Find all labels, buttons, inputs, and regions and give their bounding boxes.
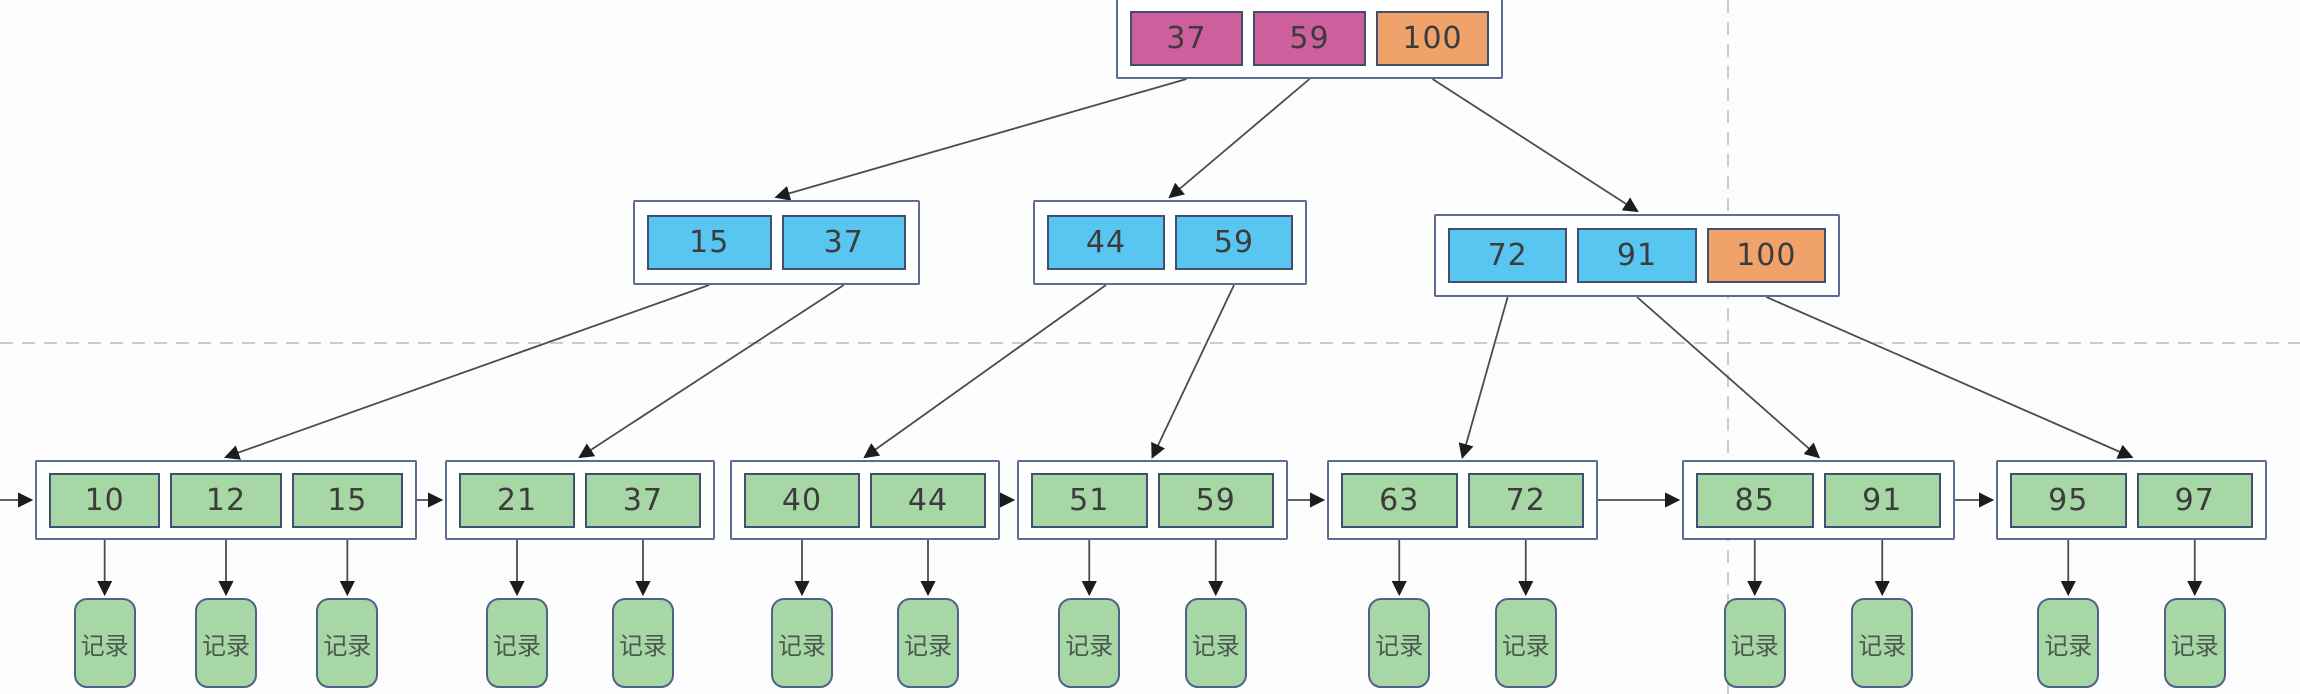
key-cell-51[interactable]: 51 <box>1031 472 1148 528</box>
record-box[interactable]: 记录 <box>1058 598 1121 688</box>
key-cell-63[interactable]: 63 <box>1341 472 1458 528</box>
record-box[interactable]: 记录 <box>2037 598 2100 688</box>
tree-edge <box>1168 78 1311 199</box>
record-label: 记录 <box>1191 631 1240 660</box>
record-box[interactable]: 记录 <box>73 598 136 688</box>
key-cell-15[interactable]: 15 <box>291 472 403 528</box>
key-cell-40[interactable]: 40 <box>744 472 860 528</box>
key-cell-91[interactable]: 91 <box>1577 228 1697 283</box>
record-label: 记录 <box>904 631 952 660</box>
tree-edge <box>1432 78 1639 213</box>
key-cell-100[interactable]: 100 <box>1706 228 1826 283</box>
key-cell-59[interactable]: 59 <box>1157 472 1274 528</box>
record-box[interactable]: 记录 <box>195 598 257 688</box>
tree-edges <box>0 78 2203 597</box>
tree-edge <box>1458 296 1509 460</box>
key-cell-100[interactable]: 100 <box>1376 11 1489 66</box>
key-cell-91[interactable]: 91 <box>1823 472 1941 528</box>
record-label: 记录 <box>1375 631 1424 660</box>
record-box[interactable]: 记录 <box>897 598 959 688</box>
tree-edge <box>578 284 845 459</box>
key-cell-59[interactable]: 59 <box>1175 215 1293 270</box>
key-cell-72[interactable]: 72 <box>1467 472 1584 528</box>
record-label: 记录 <box>1858 631 1907 660</box>
key-cell-44[interactable]: 44 <box>1047 215 1165 270</box>
tree-edge <box>1636 296 1821 459</box>
record-label: 记录 <box>1065 631 1114 660</box>
key-cell-95[interactable]: 95 <box>2010 472 2127 528</box>
tree-edge <box>863 284 1107 459</box>
record-box[interactable]: 记录 <box>1368 598 1431 688</box>
record-box[interactable]: 记录 <box>2163 598 2226 688</box>
record-box[interactable]: 记录 <box>771 598 833 688</box>
record-label: 记录 <box>1730 631 1779 660</box>
key-cell-37[interactable]: 37 <box>585 472 701 528</box>
key-cell-37[interactable]: 37 <box>781 215 906 270</box>
record-box[interactable]: 记录 <box>1184 598 1247 688</box>
key-cell-97[interactable]: 97 <box>2136 472 2253 528</box>
record-label: 记录 <box>202 631 250 660</box>
record-label: 记录 <box>2170 631 2219 660</box>
record-label: 记录 <box>2044 631 2093 660</box>
tree-edge <box>1765 296 2134 459</box>
key-cell-10[interactable]: 10 <box>49 472 161 528</box>
record-box[interactable]: 记录 <box>1494 598 1557 688</box>
record-label: 记录 <box>493 631 541 660</box>
record-box[interactable]: 记录 <box>486 598 548 688</box>
key-cell-72[interactable]: 72 <box>1448 228 1568 283</box>
record-label: 记录 <box>1501 631 1550 660</box>
tree-edge <box>223 284 710 460</box>
record-label: 记录 <box>323 631 372 660</box>
record-box[interactable]: 记录 <box>1723 598 1786 688</box>
key-cell-15[interactable]: 15 <box>647 215 772 270</box>
record-box[interactable]: 记录 <box>1851 598 1914 688</box>
key-cell-44[interactable]: 44 <box>870 472 986 528</box>
key-cell-85[interactable]: 85 <box>1696 472 1814 528</box>
key-cell-12[interactable]: 12 <box>170 472 282 528</box>
record-label: 记录 <box>80 631 129 660</box>
record-box[interactable]: 记录 <box>612 598 674 688</box>
tree-edge <box>774 78 1187 201</box>
tree-edge <box>1151 284 1235 459</box>
record-box[interactable]: 记录 <box>316 598 379 688</box>
record-label: 记录 <box>619 631 667 660</box>
key-cell-59[interactable]: 59 <box>1253 11 1366 66</box>
key-cell-21[interactable]: 21 <box>459 472 575 528</box>
record-label: 记录 <box>778 631 826 660</box>
key-cell-37[interactable]: 37 <box>1130 11 1243 66</box>
